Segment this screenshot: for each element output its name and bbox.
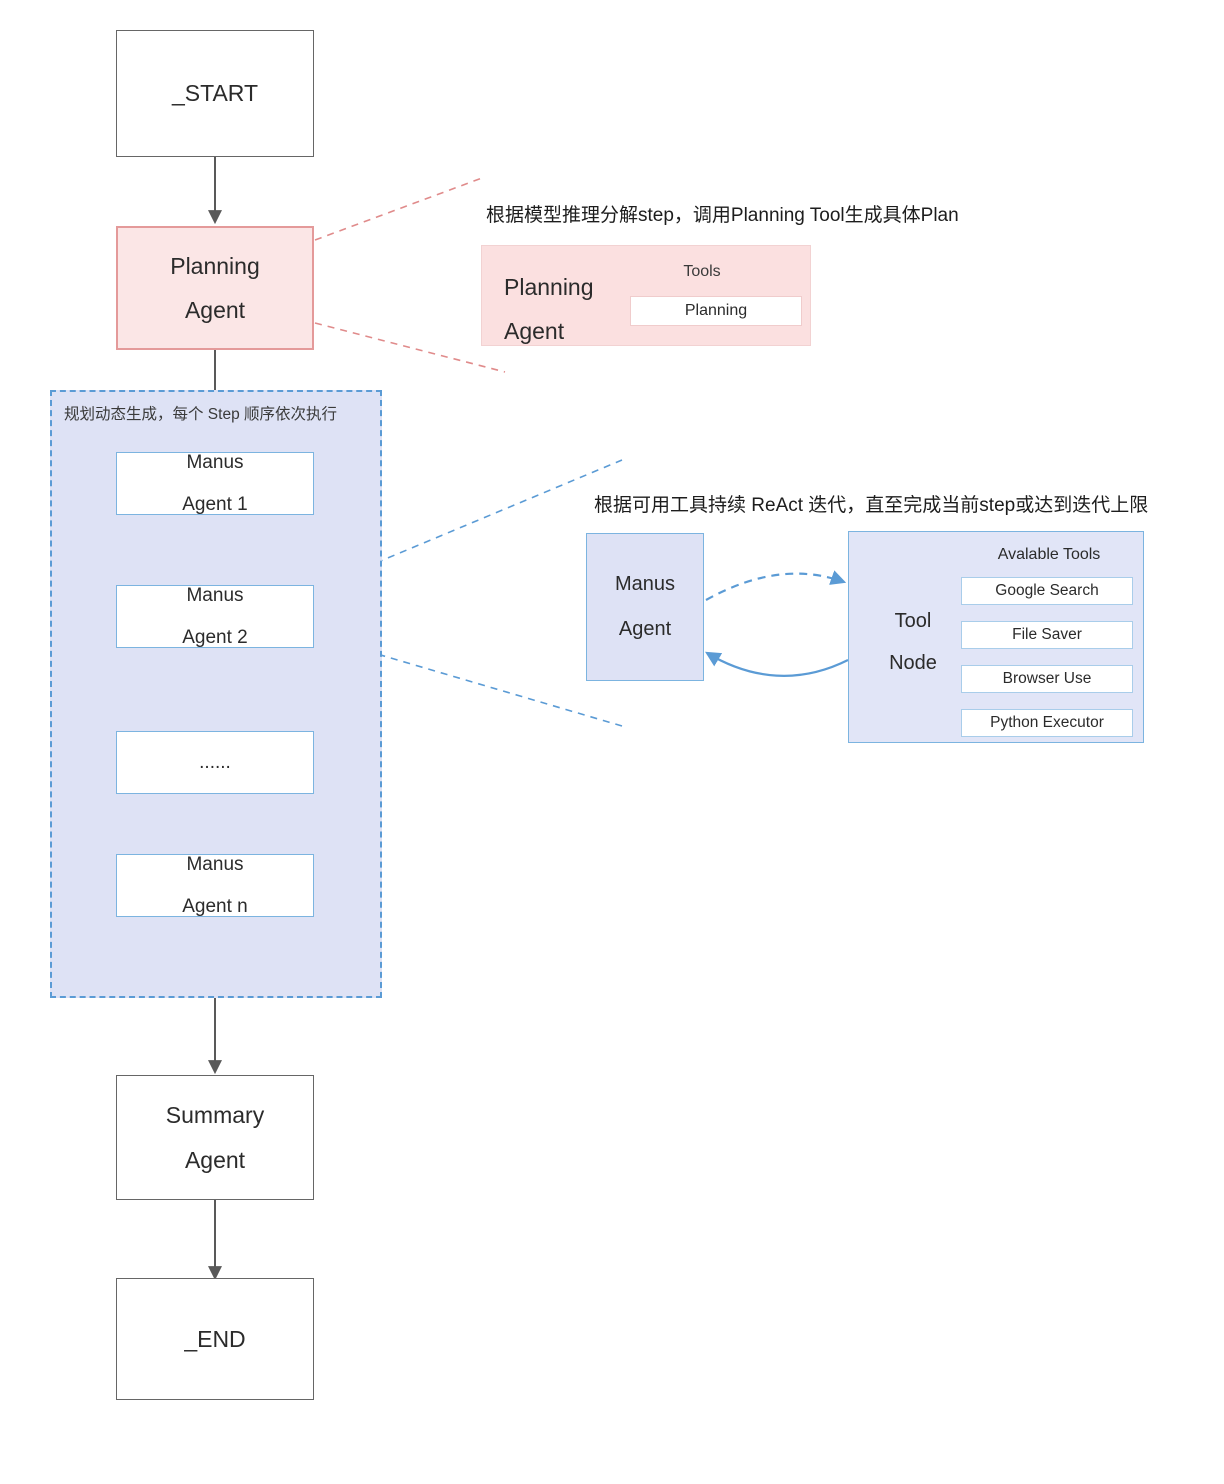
tool-node-label: Tool Node (865, 600, 961, 684)
react-loop-arrows (705, 570, 849, 677)
planning-callout-box: Planning Agent Tools Planning (481, 245, 811, 346)
node-manus-agent-1-line1: Manus (186, 451, 244, 473)
node-start-label: _START (171, 80, 259, 107)
node-manus-agent-2-line1: Manus (186, 584, 244, 606)
node-end[interactable]: _END (116, 1278, 314, 1400)
node-manus-agent-n-line1: Manus (186, 853, 244, 875)
tool-item-planning[interactable]: Planning (630, 296, 802, 326)
available-tools-title: Avalable Tools (997, 546, 1101, 563)
tool-item-browser-use[interactable]: Browser Use (961, 665, 1133, 693)
node-summary-agent[interactable]: Summary Agent (116, 1075, 314, 1200)
node-start[interactable]: _START (116, 30, 314, 157)
node-manus-agent-1-line2: Agent 1 (182, 493, 248, 515)
tool-node-panel: Avalable Tools Tool Node Google Search F… (848, 531, 1144, 743)
planning-callout-tools-title: Tools (683, 263, 721, 280)
node-manus-agent-n[interactable]: Manus Agent n (116, 854, 314, 917)
planning-callout-agent-line1: Planning (504, 274, 594, 300)
tool-node-label-line2: Node (889, 652, 937, 674)
tool-item-python-executor[interactable]: Python Executor (961, 709, 1133, 737)
node-manus-agent-2[interactable]: Manus Agent 2 (116, 585, 314, 648)
planning-callout-agent-name: Planning Agent (504, 266, 594, 353)
tool-node-label-line1: Tool (894, 610, 932, 632)
react-callout-manus-line2: Agent (618, 618, 672, 640)
node-manus-agent-ellipsis-label: ...... (199, 751, 231, 773)
node-manus-agent-n-line2: Agent n (182, 895, 248, 917)
node-planning-agent-line1: Planning (170, 252, 260, 279)
node-summary-agent-line2: Agent (184, 1146, 246, 1173)
tool-item-google-search[interactable]: Google Search (961, 577, 1133, 605)
react-callout-manus-line1: Manus (614, 573, 676, 595)
node-manus-agent-ellipsis[interactable]: ...... (116, 731, 314, 794)
planning-callout-description: 根据模型推理分解step，调用Planning Tool生成具体Plan (486, 205, 959, 226)
node-summary-agent-line1: Summary (165, 1102, 265, 1129)
node-planning-agent-line2: Agent (184, 297, 246, 323)
react-callout-manus-agent[interactable]: Manus Agent (586, 533, 704, 681)
planning-callout-agent-line2: Agent (504, 317, 565, 344)
react-callout-description: 根据可用工具持续 ReAct 迭代，直至完成当前step或达到迭代上限 (594, 495, 1149, 516)
step-loop-container-label: 规划动态生成，每个 Step 顺序依次执行 (64, 406, 337, 423)
tool-item-file-saver[interactable]: File Saver (961, 621, 1133, 649)
node-manus-agent-2-line2: Agent 2 (182, 626, 248, 648)
node-planning-agent[interactable]: Planning Agent (116, 226, 314, 350)
planning-callout-leaders (314, 177, 506, 373)
node-end-label: _END (184, 1325, 246, 1352)
node-manus-agent-1[interactable]: Manus Agent 1 (116, 452, 314, 515)
